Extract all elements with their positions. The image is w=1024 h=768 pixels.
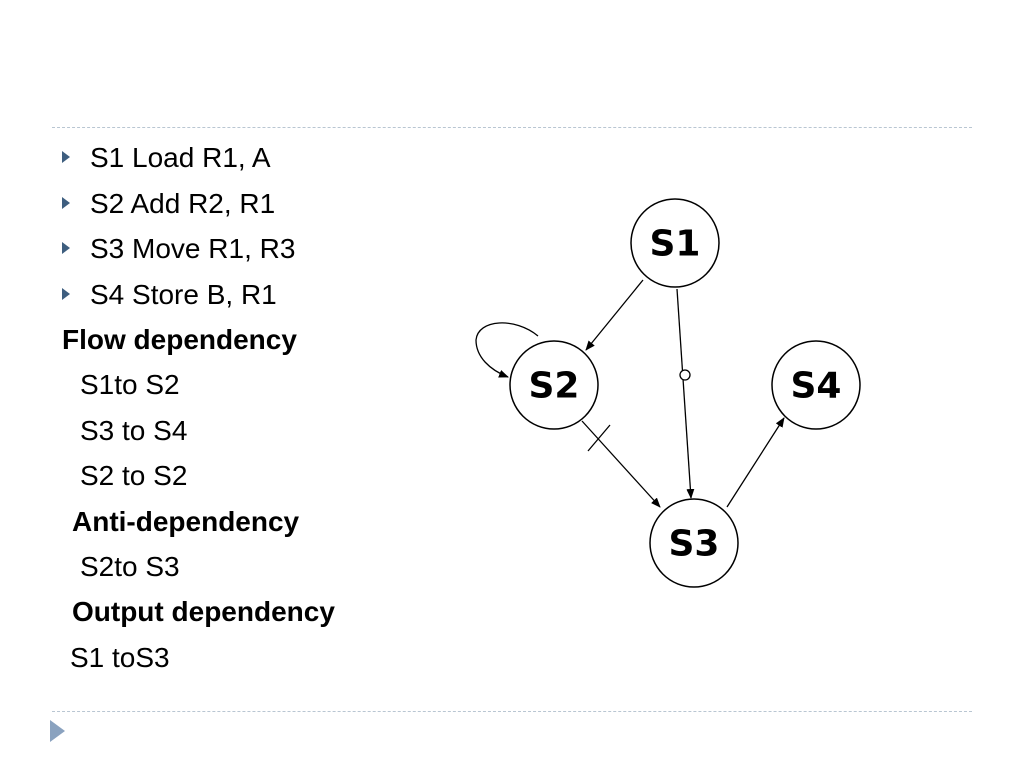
anti-dependency-marker — [587, 424, 611, 452]
bullet-item: S2 Add R2, R1 — [62, 186, 275, 222]
bullet-item: S4 Store B, R1 — [62, 277, 277, 313]
edge-s2-self-loop — [475, 322, 539, 378]
node-s2-label: S2 — [529, 366, 580, 407]
triangle-bullet-icon — [62, 242, 70, 254]
bullet-text: S3 Move R1, R3 — [90, 233, 296, 264]
output-dependency-heading: Output dependency — [72, 596, 335, 627]
flow-dependency-heading: Flow dependency — [62, 324, 297, 355]
flow-dependency-item: S3 to S4 — [80, 415, 188, 446]
edge-s2-s3 — [581, 420, 661, 508]
node-s1: S1 — [630, 198, 720, 288]
flow-dependency-item: S1to S2 — [80, 369, 180, 400]
top-divider — [52, 127, 972, 128]
node-s4: S4 — [771, 340, 861, 430]
triangle-bullet-icon — [62, 197, 70, 209]
bullet-text: S4 Store B, R1 — [90, 279, 277, 310]
bottom-divider — [52, 711, 972, 712]
bullet-text: S2 Add R2, R1 — [90, 188, 276, 219]
node-s3-label: S3 — [669, 524, 720, 565]
output-dependency-marker — [679, 369, 691, 381]
node-s1-label: S1 — [650, 224, 701, 265]
bullet-item: S3 Move R1, R3 — [62, 231, 295, 267]
node-s2: S2 — [509, 340, 599, 430]
edge-s1-s3 — [676, 288, 695, 499]
output-dependency-item: S1 toS3 — [70, 642, 170, 673]
anti-dependency-heading: Anti-dependency — [72, 506, 300, 537]
triangle-bullet-icon — [62, 151, 70, 163]
flow-dependency-item: S2 to S2 — [80, 460, 188, 491]
edge-s1-s2 — [585, 279, 644, 351]
bullet-text: S1 Load R1, A — [90, 142, 271, 173]
anti-dependency-item: S2to S3 — [80, 551, 180, 582]
triangle-bullet-icon — [62, 288, 70, 300]
bullet-item: S1 Load R1, A — [62, 140, 271, 176]
next-slide-arrow-icon[interactable] — [50, 720, 65, 742]
edge-s3-s4 — [726, 417, 785, 508]
dependency-graph: S1 S2 S4 S3 — [475, 198, 861, 588]
node-s3: S3 — [649, 498, 739, 588]
node-s4-label: S4 — [791, 366, 842, 407]
